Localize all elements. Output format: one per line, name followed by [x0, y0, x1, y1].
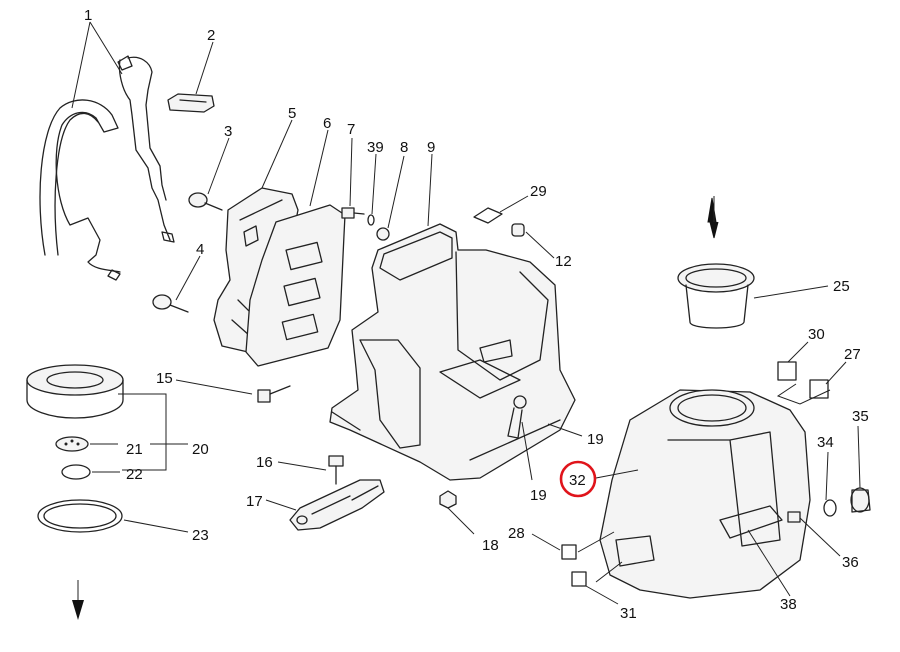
callout-30: 30 [808, 326, 825, 343]
callout-1: 1 [84, 7, 92, 24]
cap-35 [850, 487, 871, 513]
shoulder-straps [39, 55, 175, 281]
decal-31 [571, 571, 587, 587]
nut-8 [376, 227, 390, 241]
callout-38: 38 [780, 596, 797, 613]
callout-31: 31 [620, 605, 637, 622]
filter-cap [26, 364, 124, 419]
screw-3 [188, 192, 223, 211]
callout-28: 28 [508, 525, 525, 542]
callout-22: 22 [126, 466, 143, 483]
direction-arrow-top [707, 196, 719, 239]
callout-27: 27 [844, 346, 861, 363]
callout-39: 39 [367, 139, 384, 156]
callout-12: 12 [555, 253, 572, 270]
bracket-17 [289, 479, 385, 531]
callout-9: 9 [427, 139, 435, 156]
tank [599, 389, 811, 599]
buckle [167, 93, 215, 113]
callout-25: 25 [833, 278, 850, 295]
screw-16 [328, 455, 344, 485]
callout-19-lower: 19 [530, 487, 547, 504]
callout-32: 32 [569, 472, 586, 489]
callout-17: 17 [246, 493, 263, 510]
bolt-15 [257, 385, 291, 403]
callout-7: 7 [347, 121, 355, 138]
nut-18 [439, 490, 457, 509]
gasket-23 [37, 499, 123, 533]
callout-21: 21 [126, 441, 143, 458]
callout-36: 36 [842, 554, 859, 571]
callout-18: 18 [482, 537, 499, 554]
callout-2: 2 [207, 27, 215, 44]
washer-39 [367, 214, 375, 226]
callout-8: 8 [400, 139, 408, 156]
part-12 [511, 223, 525, 237]
leader-lines [71, 21, 861, 605]
callout-6: 6 [323, 115, 331, 132]
callout-labels: 1 2 3 4 5 6 7 39 8 9 29 12 25 30 27 35 3… [84, 7, 869, 622]
oring-34 [823, 499, 837, 517]
decal-30 [777, 361, 797, 381]
label-29 [473, 207, 503, 224]
callout-5: 5 [288, 105, 296, 122]
oring-22 [61, 464, 91, 480]
callout-20: 20 [192, 441, 209, 458]
callout-19-upper: 19 [587, 431, 604, 448]
highlight-circle [559, 460, 597, 498]
bolt-7 [341, 207, 365, 219]
back-pad [245, 204, 346, 367]
callout-29: 29 [530, 183, 547, 200]
screw-4 [152, 294, 189, 313]
callout-16: 16 [256, 454, 273, 471]
callout-23: 23 [192, 527, 209, 544]
disc-21 [55, 436, 89, 452]
callout-3: 3 [224, 123, 232, 140]
direction-arrow-bottom [72, 580, 84, 620]
decal-28 [561, 544, 577, 560]
decal-27 [809, 379, 829, 399]
callout-15: 15 [156, 370, 173, 387]
valve-19 [507, 395, 527, 439]
callout-34: 34 [817, 434, 834, 451]
callout-35: 35 [852, 408, 869, 425]
decal-36 [787, 511, 801, 523]
callout-4: 4 [196, 241, 204, 258]
strainer-basket [677, 263, 755, 329]
frame [329, 223, 576, 481]
